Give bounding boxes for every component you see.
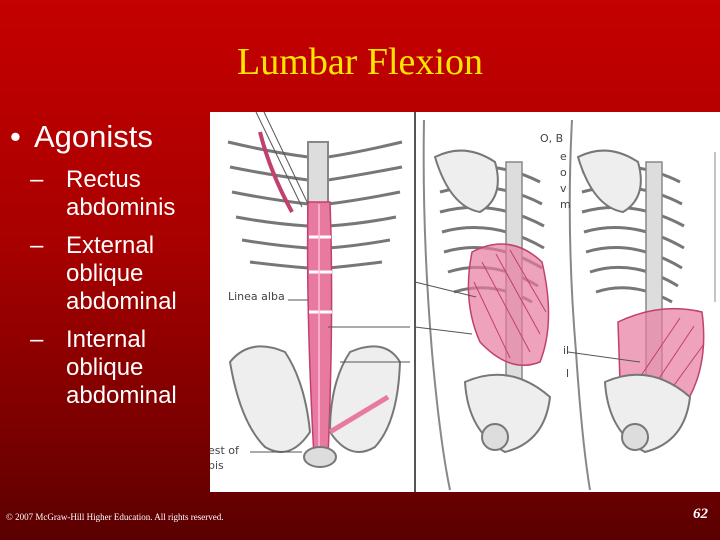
- side-letter: m: [560, 198, 571, 211]
- hip-socket-a: [481, 423, 509, 451]
- bullet-list: • Agonists – Rectus abdominis – External…: [10, 118, 210, 410]
- bullet-agonists: • Agonists: [10, 118, 210, 156]
- linea-alba-label: Linea alba: [228, 290, 285, 303]
- torso-outline-b: [568, 119, 591, 491]
- subitem-label: Rectus abdominis: [66, 166, 176, 221]
- side-letter: o: [560, 166, 567, 179]
- subitem-label: External oblique abdominal: [66, 232, 177, 315]
- side-mark: l: [566, 367, 570, 380]
- tendinous-intersections: [309, 235, 332, 314]
- side-letter: e: [560, 150, 567, 163]
- scapula-a: [433, 149, 499, 214]
- page-number: 62: [693, 506, 708, 522]
- side-letter: v: [560, 182, 567, 195]
- ob-label: O, B: [540, 132, 564, 145]
- subitem-marker: –: [30, 166, 44, 193]
- inguinal-band: [328, 394, 390, 435]
- subitem-internal-oblique: – Internal oblique abdominal: [10, 326, 210, 410]
- anatomy-drawing: [227, 112, 716, 492]
- pubic-symphysis: [303, 446, 337, 468]
- external-oblique-fibers: [473, 249, 547, 359]
- hip-socket-b: [621, 423, 649, 451]
- pointer-lines: [250, 112, 410, 453]
- subitem-label: Internal oblique abdominal: [66, 326, 177, 409]
- subitem-marker: –: [30, 232, 44, 259]
- anatomy-illustration: Linea alba est of bis O, B e o v m il l: [210, 112, 720, 492]
- pointer-b1: [567, 351, 641, 363]
- bullet-marker: •: [10, 119, 21, 154]
- front-ribcage: [227, 140, 403, 270]
- crest-label-line2: bis: [210, 459, 224, 472]
- slide-title: Lumbar Flexion: [237, 41, 483, 83]
- pointer-a1: [414, 281, 477, 298]
- crest-label-line1: est of: [210, 444, 239, 457]
- pectoral-insertion: [258, 131, 294, 213]
- subitem-external-oblique: – External oblique abdominal: [10, 232, 210, 316]
- copyright-footer: © 2007 McGraw-Hill Higher Education. All…: [6, 512, 224, 522]
- side-mark: il: [563, 344, 570, 357]
- bullet-label: Agonists: [34, 119, 153, 154]
- pelvis-left: [228, 345, 312, 453]
- external-oblique-muscle: [467, 243, 550, 366]
- scapula-b: [576, 149, 642, 214]
- subitem-rectus-abdominis: – Rectus abdominis: [10, 166, 210, 222]
- pointer-a2: [414, 326, 473, 335]
- subitem-marker: –: [30, 326, 44, 353]
- torso-outline-a: [422, 119, 451, 491]
